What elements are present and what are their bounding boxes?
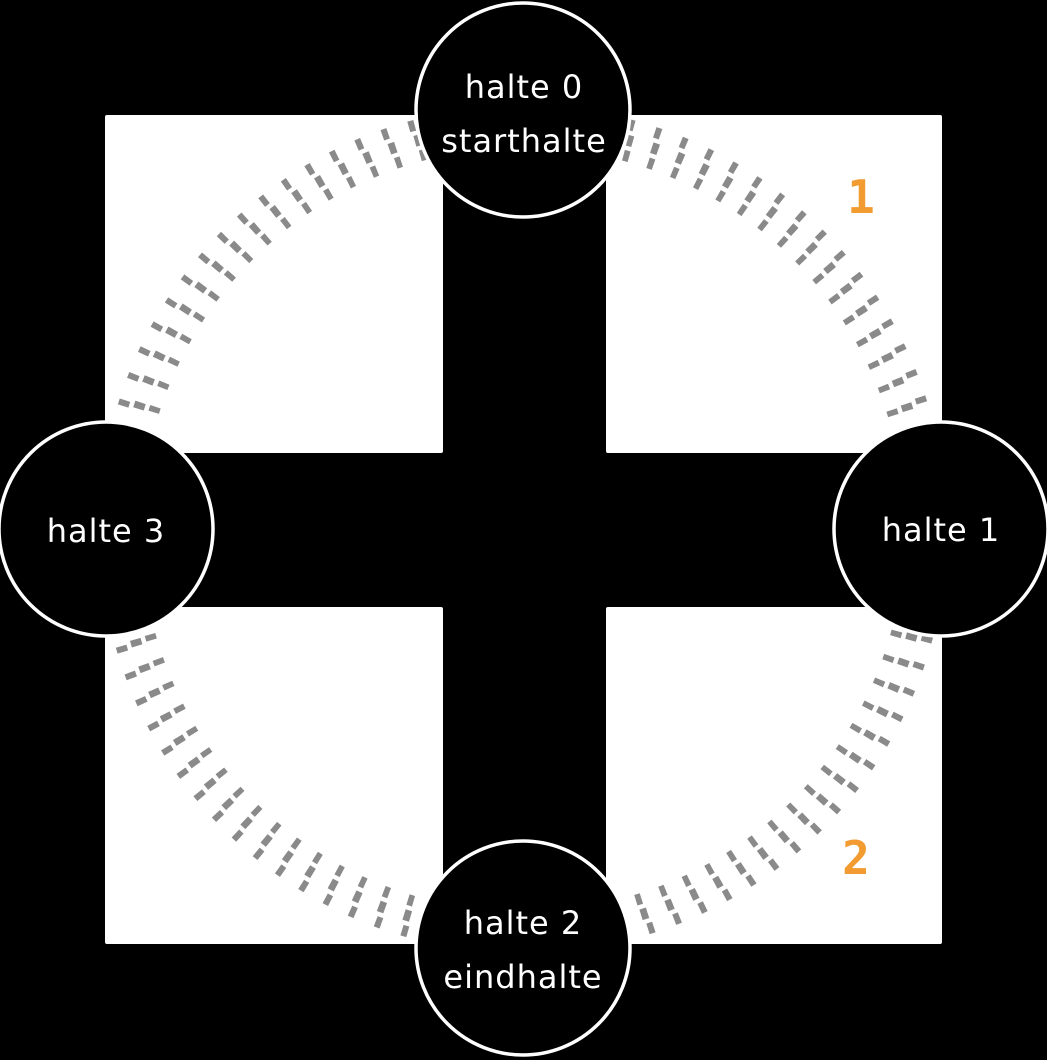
quadrant-square-top-right — [606, 115, 942, 453]
edge-labels: 1 2 — [842, 170, 875, 885]
node-halte-1-circle — [832, 420, 1047, 638]
edge-label-1: 1 — [847, 170, 875, 224]
quadrant-square-top-left — [105, 115, 443, 453]
quadrant-square-bottom-left — [105, 607, 443, 944]
node-halte-2-label-line-1: halte 2 — [464, 904, 583, 942]
node-halte-0-circle — [414, 1, 632, 219]
node-halte-3-label: halte 3 — [47, 512, 166, 550]
node-halte-2-circle — [414, 839, 632, 1057]
quadrant-squares — [105, 115, 942, 944]
node-halte-3-circle — [0, 420, 215, 638]
node-halte-2-label-line-2: eindhalte — [443, 958, 602, 996]
node-halte-0-label-line-1: halte 0 — [465, 68, 584, 106]
node-halte-1-label: halte 1 — [882, 511, 1001, 549]
stop-node-labels: halte 0 starthalte halte 1 halte 2 eindh… — [47, 68, 1001, 996]
quadrant-square-bottom-right — [606, 607, 942, 944]
edge-label-2: 2 — [842, 831, 870, 885]
node-halte-0-label-line-2: starthalte — [441, 122, 607, 160]
